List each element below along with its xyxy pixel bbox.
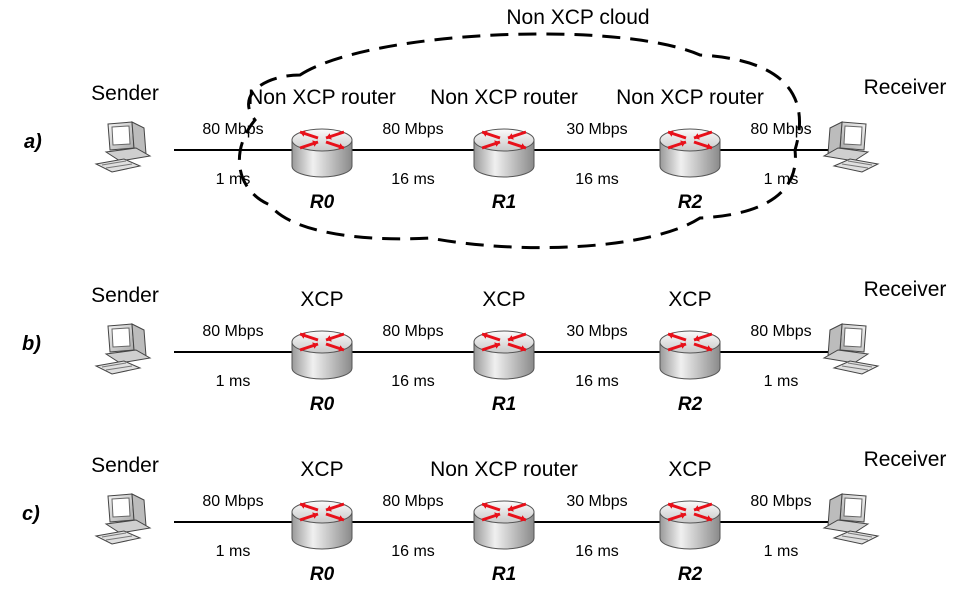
link-bandwidth: 80 Mbps: [382, 323, 443, 340]
router-id-label: R0: [310, 394, 335, 415]
receiver-computer-icon: [822, 121, 880, 173]
receiver-computer-icon: [822, 323, 880, 375]
link-delay: 16 ms: [391, 543, 435, 560]
link-delay: 1 ms: [216, 171, 251, 188]
row-label: c): [22, 503, 40, 525]
link-delay: 16 ms: [575, 373, 619, 390]
link-delay: 1 ms: [216, 543, 251, 560]
link-bandwidth: 30 Mbps: [566, 323, 627, 340]
link-bandwidth: 80 Mbps: [202, 493, 263, 510]
link-bandwidth: 80 Mbps: [202, 323, 263, 340]
receiver-label: Receiver: [864, 76, 947, 99]
link-delay: 1 ms: [764, 373, 799, 390]
router-id-label: R2: [678, 192, 703, 213]
sender-computer-icon: [94, 493, 152, 545]
row-label: a): [24, 131, 42, 153]
router-id-label: R0: [310, 564, 335, 585]
row-label: b): [22, 333, 41, 355]
sender-computer-icon: [94, 323, 152, 375]
link-delay: 16 ms: [391, 171, 435, 188]
link-delay: 1 ms: [764, 543, 799, 560]
link-bandwidth: 80 Mbps: [750, 121, 811, 138]
link-bandwidth: 80 Mbps: [750, 323, 811, 340]
sender-computer-icon: [94, 121, 152, 173]
router-icon: [659, 128, 721, 178]
receiver-computer-icon: [822, 493, 880, 545]
link-bandwidth: 80 Mbps: [750, 493, 811, 510]
receiver-label: Receiver: [864, 278, 947, 301]
sender-label: Sender: [91, 82, 159, 105]
link-bandwidth: 80 Mbps: [382, 493, 443, 510]
router-id-label: R1: [492, 564, 516, 585]
router-type-label: XCP: [300, 288, 343, 311]
sender-label: Sender: [91, 454, 159, 477]
router-id-label: R0: [310, 192, 335, 213]
router-icon: [659, 330, 721, 380]
router-type-label: XCP: [300, 458, 343, 481]
link-delay: 1 ms: [764, 171, 799, 188]
router-type-label: Non XCP router: [248, 86, 396, 109]
link-delay: 16 ms: [575, 171, 619, 188]
router-icon: [473, 330, 535, 380]
receiver-label: Receiver: [864, 448, 947, 471]
router-id-label: R1: [492, 394, 516, 415]
cloud-label: Non XCP cloud: [506, 6, 649, 29]
router-type-label: Non XCP router: [430, 458, 578, 481]
link-bandwidth: 80 Mbps: [382, 121, 443, 138]
router-icon: [473, 128, 535, 178]
router-id-label: R2: [678, 564, 703, 585]
link-bandwidth: 30 Mbps: [566, 493, 627, 510]
non-xcp-cloud-outline: [238, 32, 801, 250]
router-type-label: XCP: [668, 288, 711, 311]
router-icon: [473, 500, 535, 550]
link-delay: 16 ms: [575, 543, 619, 560]
router-icon: [291, 128, 353, 178]
router-id-label: R2: [678, 394, 703, 415]
router-icon: [291, 500, 353, 550]
router-type-label: XCP: [482, 288, 525, 311]
router-icon: [659, 500, 721, 550]
link-bandwidth: 30 Mbps: [566, 121, 627, 138]
link-delay: 16 ms: [391, 373, 435, 390]
link-bandwidth: 80 Mbps: [202, 121, 263, 138]
sender-label: Sender: [91, 284, 159, 307]
router-type-label: Non XCP router: [616, 86, 764, 109]
router-type-label: XCP: [668, 458, 711, 481]
router-id-label: R1: [492, 192, 516, 213]
router-type-label: Non XCP router: [430, 86, 578, 109]
router-icon: [291, 330, 353, 380]
link-delay: 1 ms: [216, 373, 251, 390]
